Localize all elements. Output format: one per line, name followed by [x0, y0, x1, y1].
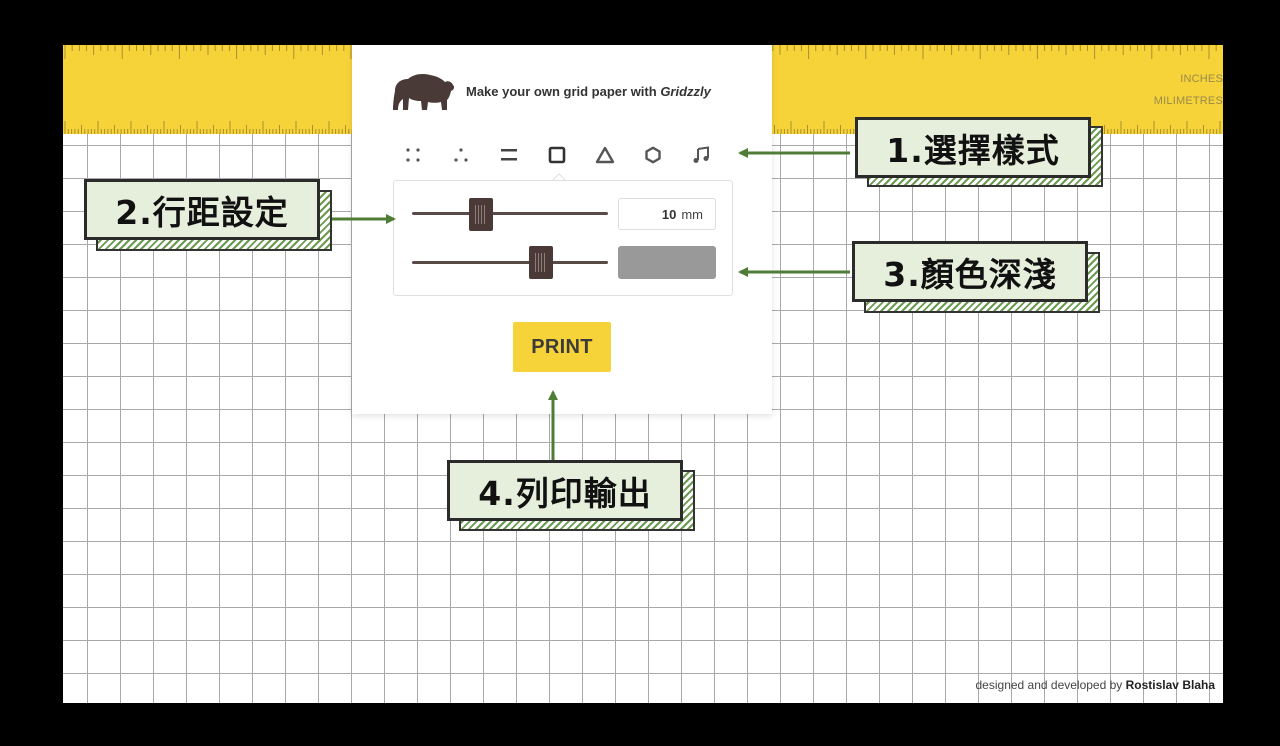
triangle-dots-icon[interactable] [448, 142, 474, 168]
darkness-slider-handle[interactable] [529, 246, 554, 279]
spacing-value: 10 [661, 206, 677, 222]
control-panel: Make your own grid paper with Gridzzly [352, 45, 772, 414]
grid-style-selector [400, 142, 720, 168]
credit-footer: designed and developed by Rostislav Blah… [976, 678, 1216, 692]
darkness-slider-track[interactable] [412, 261, 608, 264]
settings-box: 10 mm [393, 180, 733, 296]
bear-logo-icon [393, 74, 455, 110]
spacing-unit: mm [681, 206, 703, 222]
callout-label: 4.列印輸出 [447, 460, 683, 521]
credit-text: designed and developed by [975, 678, 1126, 692]
dots-icon[interactable] [400, 142, 426, 168]
print-button[interactable]: PRINT [513, 322, 611, 372]
square-grid-icon[interactable] [544, 142, 570, 168]
author-link[interactable]: Rostislav Blaha [1125, 678, 1215, 692]
tagline-text: Make your own grid paper with [466, 84, 661, 99]
spacing-slider-track[interactable] [412, 212, 608, 215]
lines-icon[interactable] [496, 142, 522, 168]
callout-label: 1.選擇樣式 [855, 117, 1091, 178]
music-staff-icon[interactable] [688, 142, 714, 168]
spacing-input[interactable]: 10 mm [618, 198, 716, 230]
millimetres-label[interactable]: MILIMETRES [1153, 95, 1223, 107]
brand-name: Gridzzly [660, 84, 711, 99]
tagline: Make your own grid paper with Gridzzly [466, 84, 711, 99]
hexagon-grid-icon[interactable] [640, 142, 666, 168]
inches-label[interactable]: INCHES [1180, 73, 1223, 85]
callout-label: 3.顏色深淺 [852, 241, 1088, 302]
callout-label: 2.行距設定 [84, 179, 320, 240]
selection-caret-icon [552, 173, 566, 181]
spacing-slider-handle[interactable] [468, 198, 493, 231]
triangle-grid-icon[interactable] [592, 142, 618, 168]
line-color-swatch[interactable] [618, 246, 716, 279]
